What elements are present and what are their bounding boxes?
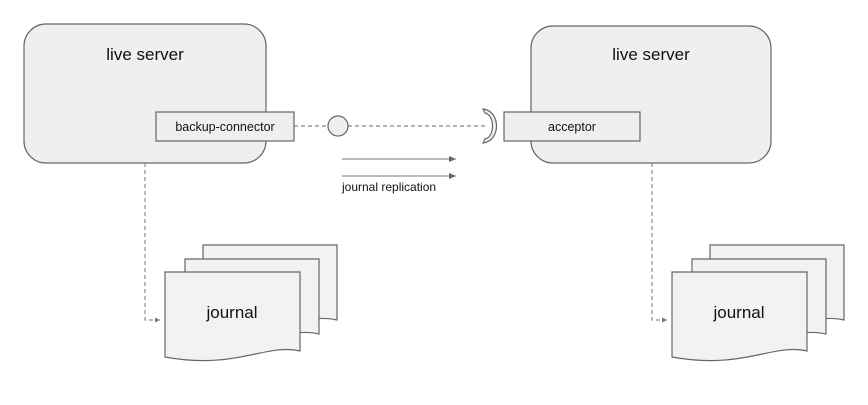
right-journal-page-front <box>671 271 808 362</box>
connection <box>294 108 497 144</box>
left-live-server: live server backup-connector <box>23 23 295 164</box>
acceptor-label: acceptor <box>548 120 596 134</box>
replication-label: journal replication <box>341 180 436 194</box>
left-journal-link <box>144 163 160 323</box>
left-journal-label: journal <box>205 303 257 322</box>
right-journal-link <box>651 163 667 323</box>
right-journal-stack: journal <box>651 163 845 362</box>
acceptor-box <box>503 111 641 142</box>
right-server-title: live server <box>612 45 690 64</box>
left-journal-page-front <box>164 271 301 362</box>
replication-arrows: journal replication <box>341 156 456 194</box>
lollipop-interface-icon <box>327 115 349 137</box>
backup-connector-box <box>155 111 295 142</box>
right-live-server: live server acceptor <box>503 25 772 164</box>
left-journal-stack: journal <box>144 163 338 362</box>
socket-interface-icon <box>481 108 497 144</box>
left-server-title: live server <box>106 45 184 64</box>
right-journal-label: journal <box>712 303 764 322</box>
backup-connector-label: backup-connector <box>175 120 274 134</box>
